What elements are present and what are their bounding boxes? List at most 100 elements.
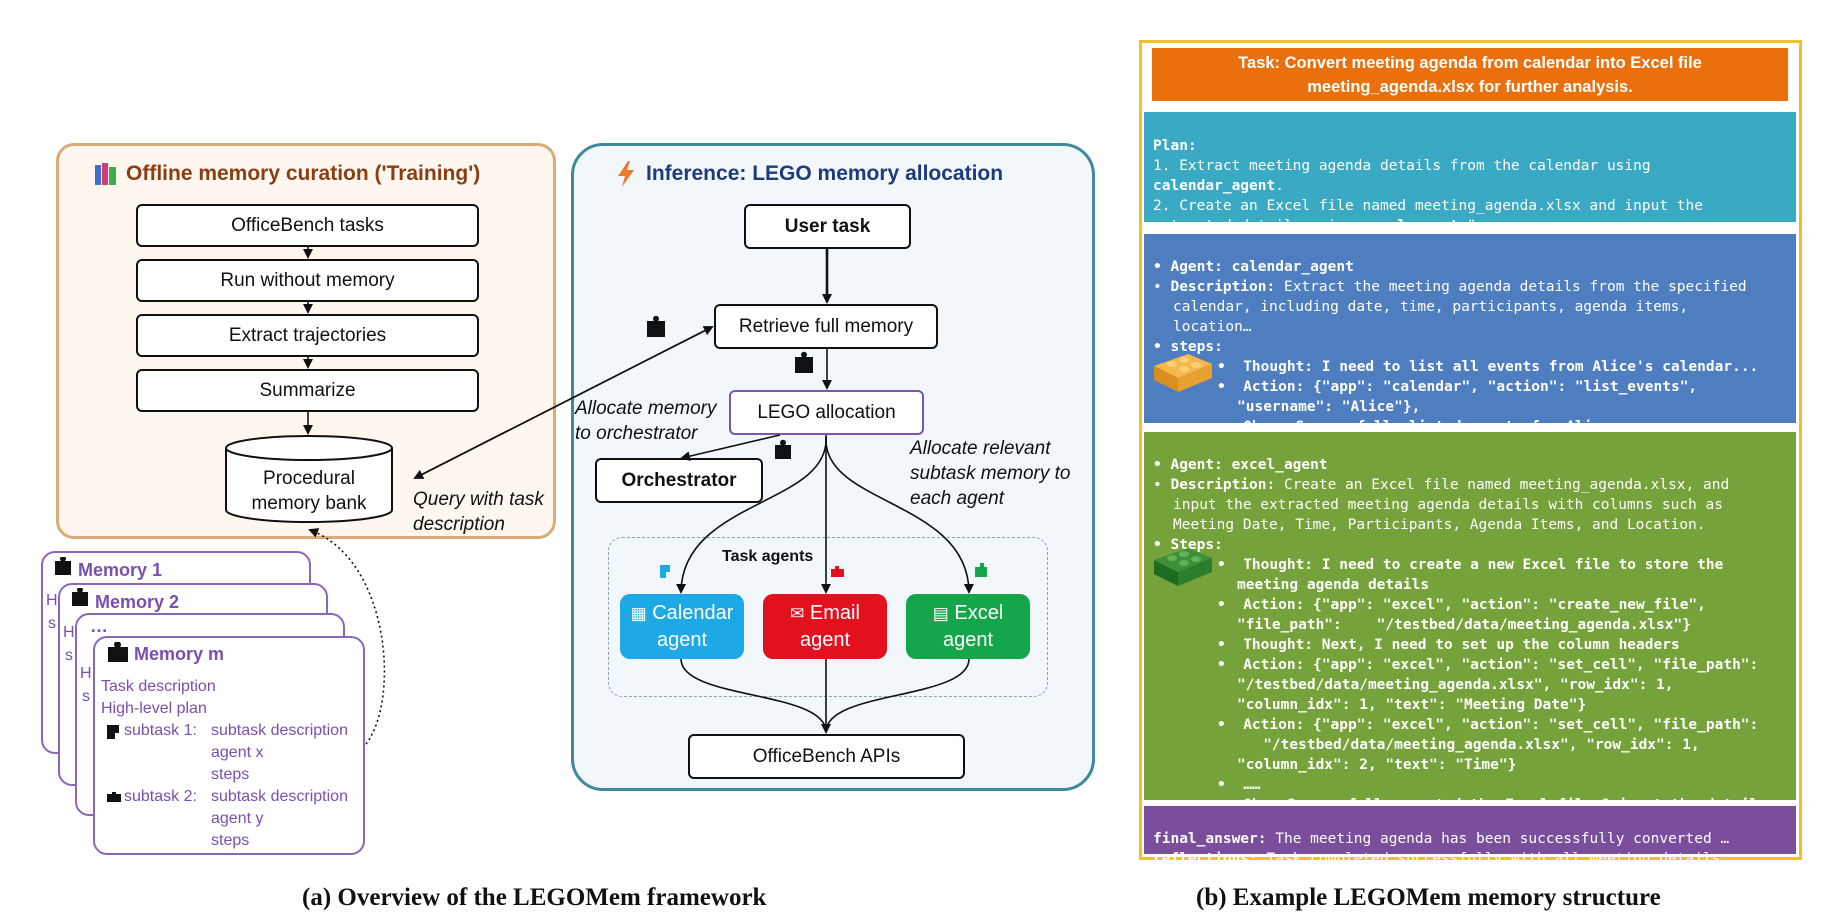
xl-desc3: Meeting Date, Time, Participants, Agenda…	[1173, 517, 1706, 533]
xl-l1: • Thought: I need to create a new Excel …	[1217, 557, 1724, 573]
memory-2-title: Memory 2	[95, 592, 180, 612]
alloc-rel-line1: Allocate relevant	[910, 438, 1051, 459]
memory-m-sub1-steps: steps	[211, 766, 250, 783]
memory-m-title: Memory m	[134, 644, 225, 664]
xl-l7: "/testbed/data/meeting_agenda.xlsx", "ro…	[1237, 677, 1674, 693]
xl-l9: • Action: {"app": "excel", "action": "se…	[1217, 717, 1759, 733]
excel-agent-l2: agent	[942, 629, 994, 651]
calendar-agent: ▦ Calendar agent	[620, 594, 744, 659]
xl-desc2: input the extracted meeting agenda detai…	[1173, 497, 1723, 513]
memory-bank-cylinder	[224, 434, 394, 524]
puzzle-icon	[70, 586, 90, 613]
task-line1: Task: Convert meeting agenda from calend…	[1238, 54, 1702, 72]
plan-line4c: ."	[1458, 218, 1477, 234]
cal-desc2: calendar, including date, time, particip…	[1173, 299, 1689, 315]
alloc-rel-line2: subtask memory to	[910, 463, 1071, 484]
caption-b: (b) Example LEGOMem memory structure	[1196, 884, 1661, 911]
plan-block: Plan: 1. Extract meeting agenda details f…	[1144, 112, 1796, 234]
memory-1-peek-s: s	[48, 615, 56, 632]
puzzle-icon	[53, 555, 73, 582]
memory-bank-line1: Procedural	[263, 468, 355, 489]
cal-agent: • Agent: calendar_agent	[1153, 259, 1354, 275]
memory-bank-label: Procedural memory bank	[224, 466, 394, 516]
calendar-agent-block: • Agent: calendar_agent• Description: Ex…	[1144, 234, 1796, 435]
cal-s1: • Thought: I need to list all events fro…	[1217, 359, 1759, 375]
cal-desc-label: Description:	[1170, 279, 1276, 295]
memory-m-sub1-desc: subtask description	[211, 722, 348, 739]
step-summarize: Summarize	[136, 369, 479, 412]
puzzle-piece-icon	[106, 790, 122, 808]
memory-m-sub2-agent: agent y	[211, 810, 264, 827]
puzzle-piece-icon	[106, 724, 120, 745]
excel-agent-block: • Agent: excel_agent• Description: Creat…	[1144, 432, 1796, 813]
xl-agent: • Agent: excel_agent	[1153, 457, 1328, 473]
memory-1-title: Memory 1	[78, 560, 163, 580]
memory-2-peek-s: s	[65, 647, 73, 664]
plan-label: Plan:	[1153, 138, 1197, 154]
memory-m-task-desc: Task description	[101, 678, 216, 695]
memory-2-peek-h: H	[63, 624, 75, 641]
user-task-box: User task	[744, 204, 911, 249]
memory-m-sub2-steps: steps	[211, 832, 250, 849]
email-agent-l2: agent	[799, 629, 851, 651]
xl-l2: meeting agenda details	[1237, 577, 1430, 593]
calendar-agent-l2: agent	[656, 629, 708, 651]
cal-s4: • Obs.: Successfully listed events for A…	[1217, 419, 1619, 435]
email-agent-l1: Email	[809, 602, 860, 624]
cal-s3: "username": "Alice"},	[1237, 399, 1421, 415]
orchestrator-box: Orchestrator	[595, 458, 763, 503]
xl-l10: "/testbed/data/meeting_agenda.xlsx", "ro…	[1237, 737, 1700, 753]
task-agents-label: Task agents	[722, 548, 814, 565]
memory-bank-line2: memory bank	[251, 493, 367, 514]
plan-line4a: extracted details using	[1153, 218, 1363, 234]
plan-line4b: excel_agent	[1362, 218, 1459, 234]
memory-m-plan: High-level plan	[101, 700, 207, 717]
plan-line3: 2. Create an Excel file named meeting_ag…	[1153, 198, 1703, 214]
final-block: final_answer: The meeting agenda has bee…	[1144, 806, 1796, 867]
task-line2: meeting_agenda.xlsx for further analysis…	[1307, 78, 1633, 96]
reflections-label: reflections:	[1153, 851, 1258, 867]
retrieve-full-memory-box: Retrieve full memory	[714, 304, 938, 349]
memory-3-peek-h: H	[80, 665, 92, 682]
lego-allocation-box: LEGO allocation	[729, 390, 924, 435]
calendar-icon: ▦	[630, 604, 647, 623]
alloc-rel-line3: each agent	[910, 488, 1005, 509]
cal-desc1: Extract the meeting agenda details from …	[1275, 279, 1747, 295]
cal-desc3: location…	[1173, 319, 1252, 335]
final-answer-label: final_answer:	[1153, 831, 1267, 847]
alloc-orch-line1: Allocate memory	[575, 398, 717, 419]
email-agent: ✉ Email agent	[763, 594, 887, 659]
step-extract-trajectories: Extract trajectories	[136, 314, 479, 357]
xl-desc-label: Description:	[1170, 477, 1276, 493]
plan-line1: 1. Extract meeting agenda details from t…	[1153, 158, 1651, 174]
memory-1-peek-h: H	[46, 592, 58, 609]
offline-title: Offline memory curation ('Training')	[126, 162, 481, 185]
plan-line2: calendar_agent	[1153, 178, 1276, 194]
lightning-icon	[616, 160, 636, 188]
email-icon: ✉	[790, 604, 805, 623]
allocate-orchestrator-label: Allocate memory to orchestrator	[575, 396, 717, 446]
step-run-without-memory: Run without memory	[136, 259, 479, 302]
officebench-apis-box: OfficeBench APIs	[688, 734, 965, 779]
memory-m-sub2-label: subtask 2:	[124, 788, 197, 805]
allocate-relevant-label: Allocate relevant subtask memory to each…	[910, 436, 1071, 511]
cal-s2: • Action: {"app": "calendar", "action": …	[1217, 379, 1698, 395]
xl-l3: • Action: {"app": "excel", "action": "cr…	[1217, 597, 1706, 613]
xl-desc1: Create an Excel file named meeting_agend…	[1275, 477, 1730, 493]
memory-3-title: …	[90, 616, 108, 636]
final-answer-text: The meeting agenda has been successfully…	[1266, 831, 1730, 847]
lego-brick-green-icon	[1150, 540, 1216, 595]
xl-steps: • Steps:	[1153, 537, 1223, 553]
memory-m-sub1-label: subtask 1:	[124, 722, 197, 739]
xl-l11: "column_idx": 2, "text": "Time"}	[1237, 757, 1517, 773]
puzzle-icon	[106, 641, 130, 669]
xl-l4: "file_path": "/testbed/data/meeting_agen…	[1237, 617, 1691, 633]
plan-line2-tail: .	[1275, 178, 1284, 194]
xl-l12: • ……	[1217, 777, 1261, 793]
query-label: Query with task description	[413, 487, 544, 537]
excel-agent-l1: Excel	[954, 602, 1004, 624]
caption-a: (a) Overview of the LEGOMem framework	[302, 884, 767, 911]
lego-brick-orange-icon	[1150, 346, 1216, 401]
excel-agent: ▤ Excel agent	[906, 594, 1030, 659]
task-bar: Task: Convert meeting agenda from calend…	[1152, 48, 1788, 101]
